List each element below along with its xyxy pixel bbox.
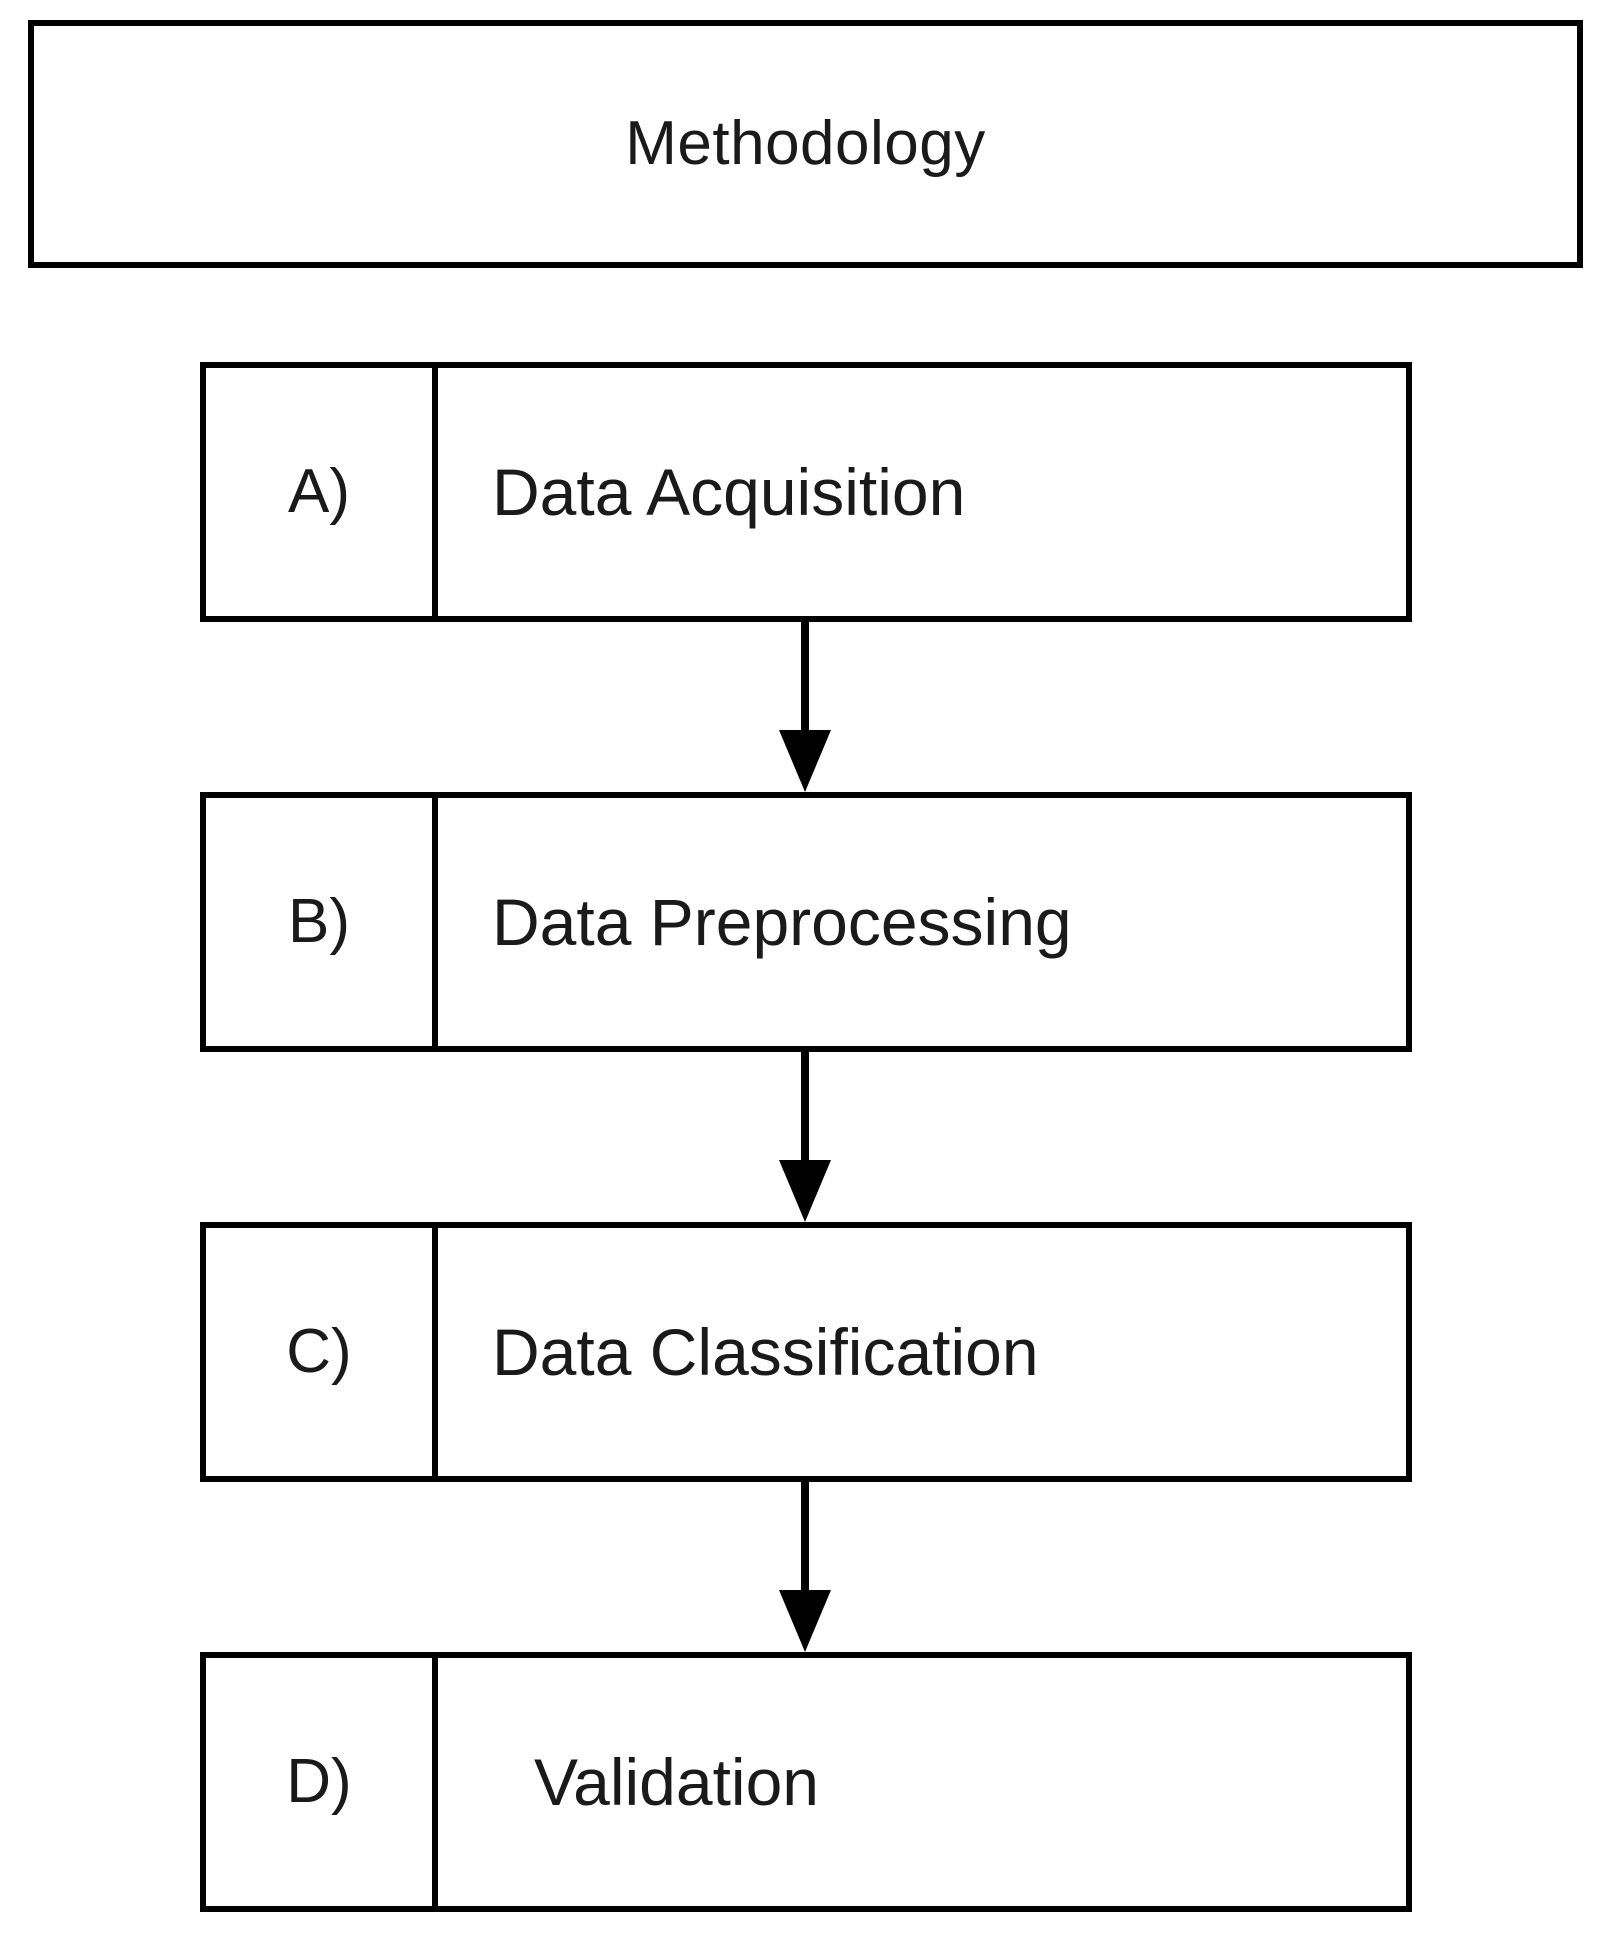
flow-step-c-body-cell: Data Classification — [438, 1228, 1406, 1476]
arrow-c-to-d-icon — [779, 1482, 831, 1652]
flow-step-c-name: Data Classification — [492, 1315, 1039, 1389]
flow-step-a-label-cell: A) — [206, 368, 438, 616]
flow-step-b-name: Data Preprocessing — [492, 885, 1072, 959]
flow-step-c-label-cell: C) — [206, 1228, 438, 1476]
flow-step-a-body-cell: Data Acquisition — [438, 368, 1406, 616]
flow-step-d-label: D) — [286, 1747, 352, 1816]
arrow-b-to-c-icon — [779, 1052, 831, 1222]
flow-step-c-label: C) — [286, 1317, 352, 1386]
flow-step-a-name: Data Acquisition — [492, 455, 966, 529]
flow-step-b-body-cell: Data Preprocessing — [438, 798, 1406, 1046]
flow-step-b-label: B) — [288, 887, 350, 956]
flow-step-d-name: Validation — [534, 1745, 819, 1819]
diagram-title: Methodology — [625, 109, 986, 178]
arrow-a-to-b-icon — [779, 622, 831, 792]
flow-step-a-label: A) — [288, 457, 350, 526]
flow-step-d-body-cell: Validation — [438, 1658, 1406, 1906]
diagram-title-box: Methodology — [28, 20, 1583, 268]
flow-step-d: D) Validation — [200, 1652, 1412, 1912]
flow-step-a: A) Data Acquisition — [200, 362, 1412, 622]
flow-step-b-label-cell: B) — [206, 798, 438, 1046]
flow-step-b: B) Data Preprocessing — [200, 792, 1412, 1052]
flow-step-d-label-cell: D) — [206, 1658, 438, 1906]
flow-step-c: C) Data Classification — [200, 1222, 1412, 1482]
